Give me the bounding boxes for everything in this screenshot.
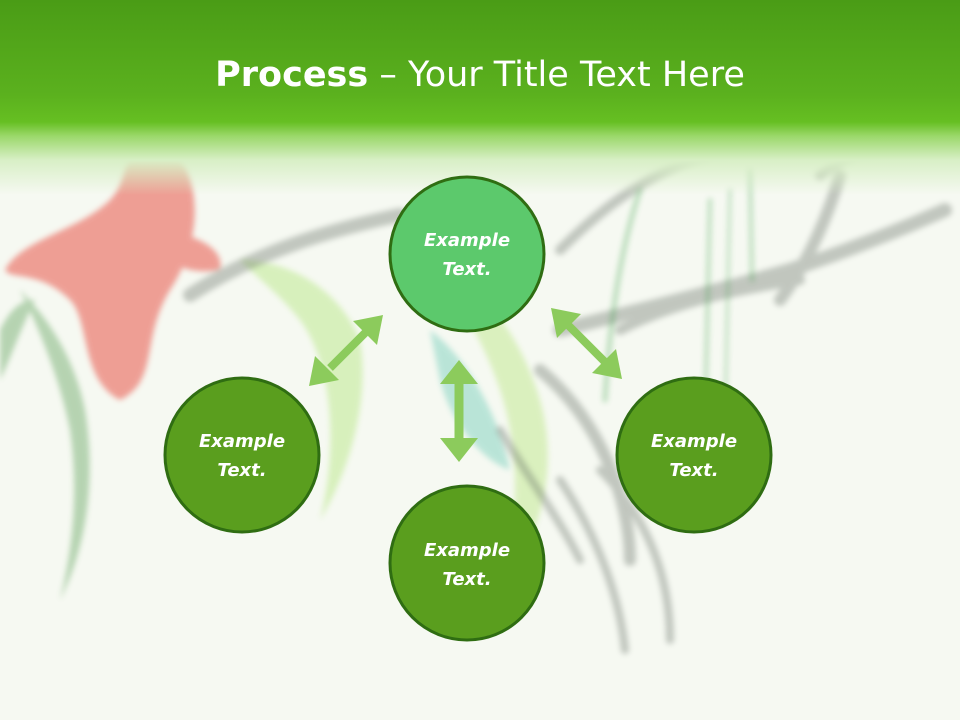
process-node-left: Example Text. (163, 376, 321, 534)
red-flower-shape (5, 140, 221, 400)
process-node-top: Example Text. (388, 175, 546, 333)
slide-title-bold: Process (215, 55, 369, 95)
double-arrow-vertical (440, 360, 478, 462)
node-right-line2: Text. (669, 460, 718, 481)
double-arrow-top-right (551, 308, 622, 379)
node-top-line2: Text. (442, 259, 491, 280)
slide-title: Process – Your Title Text Here (0, 50, 960, 100)
title-bar (0, 0, 960, 195)
node-bottom-line1: Example (424, 540, 510, 561)
node-bottom-line2: Text. (442, 569, 491, 590)
slide-title-rest: – Your Title Text Here (368, 55, 745, 95)
node-right-line1: Example (651, 431, 737, 452)
node-left-line1: Example (199, 431, 285, 452)
double-arrow-top-left (309, 315, 383, 386)
node-top-line1: Example (424, 230, 510, 251)
node-left-line2: Text. (217, 460, 266, 481)
process-node-bottom: Example Text. (388, 484, 546, 642)
process-node-right: Example Text. (615, 376, 773, 534)
